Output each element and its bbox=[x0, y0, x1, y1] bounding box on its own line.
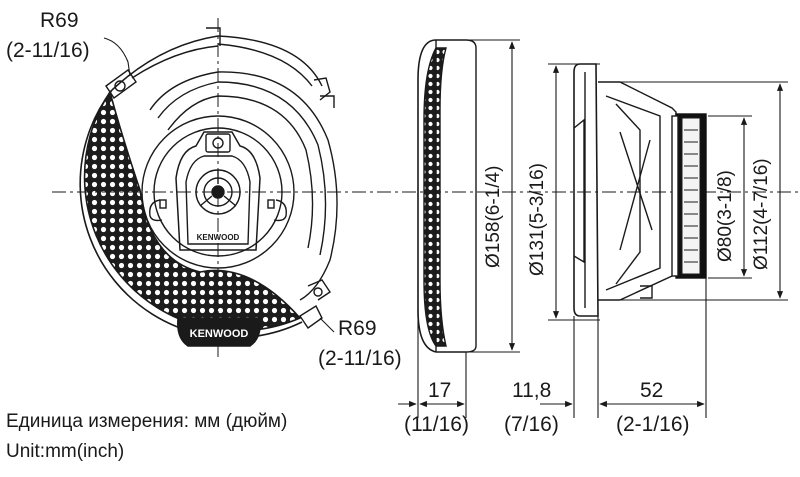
front-view bbox=[79, 27, 338, 347]
center-lines bbox=[52, 18, 800, 360]
dim52-label: 52 bbox=[640, 379, 664, 402]
grille-logo-text: KENWOOD bbox=[190, 328, 249, 340]
front-grille-mesh bbox=[83, 90, 302, 332]
r69-bottom-label: R69 bbox=[338, 317, 377, 340]
grille-logo-plate bbox=[177, 317, 261, 347]
dim17-label: 17 bbox=[428, 379, 452, 402]
dimension-lines bbox=[398, 39, 788, 418]
r69-bottom-inch-label: (2-11/16) bbox=[318, 347, 402, 370]
dim11-8-label: 11,8 bbox=[512, 379, 552, 402]
grille-side-view bbox=[417, 39, 477, 353]
dia80-label: Ø80(3-1/8) bbox=[715, 170, 736, 262]
dim52-inch-label: (2-1/16) bbox=[616, 413, 690, 436]
unit-ru-label: Единица измерения: мм (дюйм) bbox=[6, 411, 288, 432]
r69-top-inch-label: (2-11/16) bbox=[6, 39, 90, 62]
dim17-inch-label: (11/16) bbox=[404, 413, 469, 436]
center-logo-text: KENWOOD bbox=[197, 233, 240, 242]
r69-top-label: R69 bbox=[40, 9, 79, 32]
dim11-8-inch-label: (7/16) bbox=[504, 413, 559, 436]
tweeter-housing bbox=[175, 131, 261, 251]
unit-en-label: Unit:mm(inch) bbox=[6, 441, 125, 462]
dia158-label: Ø158(6-1/4) bbox=[483, 165, 504, 268]
dia131-label: Ø131(5-3/16) bbox=[527, 162, 548, 276]
dia112-label: Ø112(4-7/16) bbox=[751, 158, 772, 270]
speaker-depth-view bbox=[573, 63, 707, 317]
speaker-basket bbox=[598, 81, 677, 301]
front-frame-ring bbox=[149, 71, 338, 301]
grille-side-mesh bbox=[423, 47, 447, 347]
